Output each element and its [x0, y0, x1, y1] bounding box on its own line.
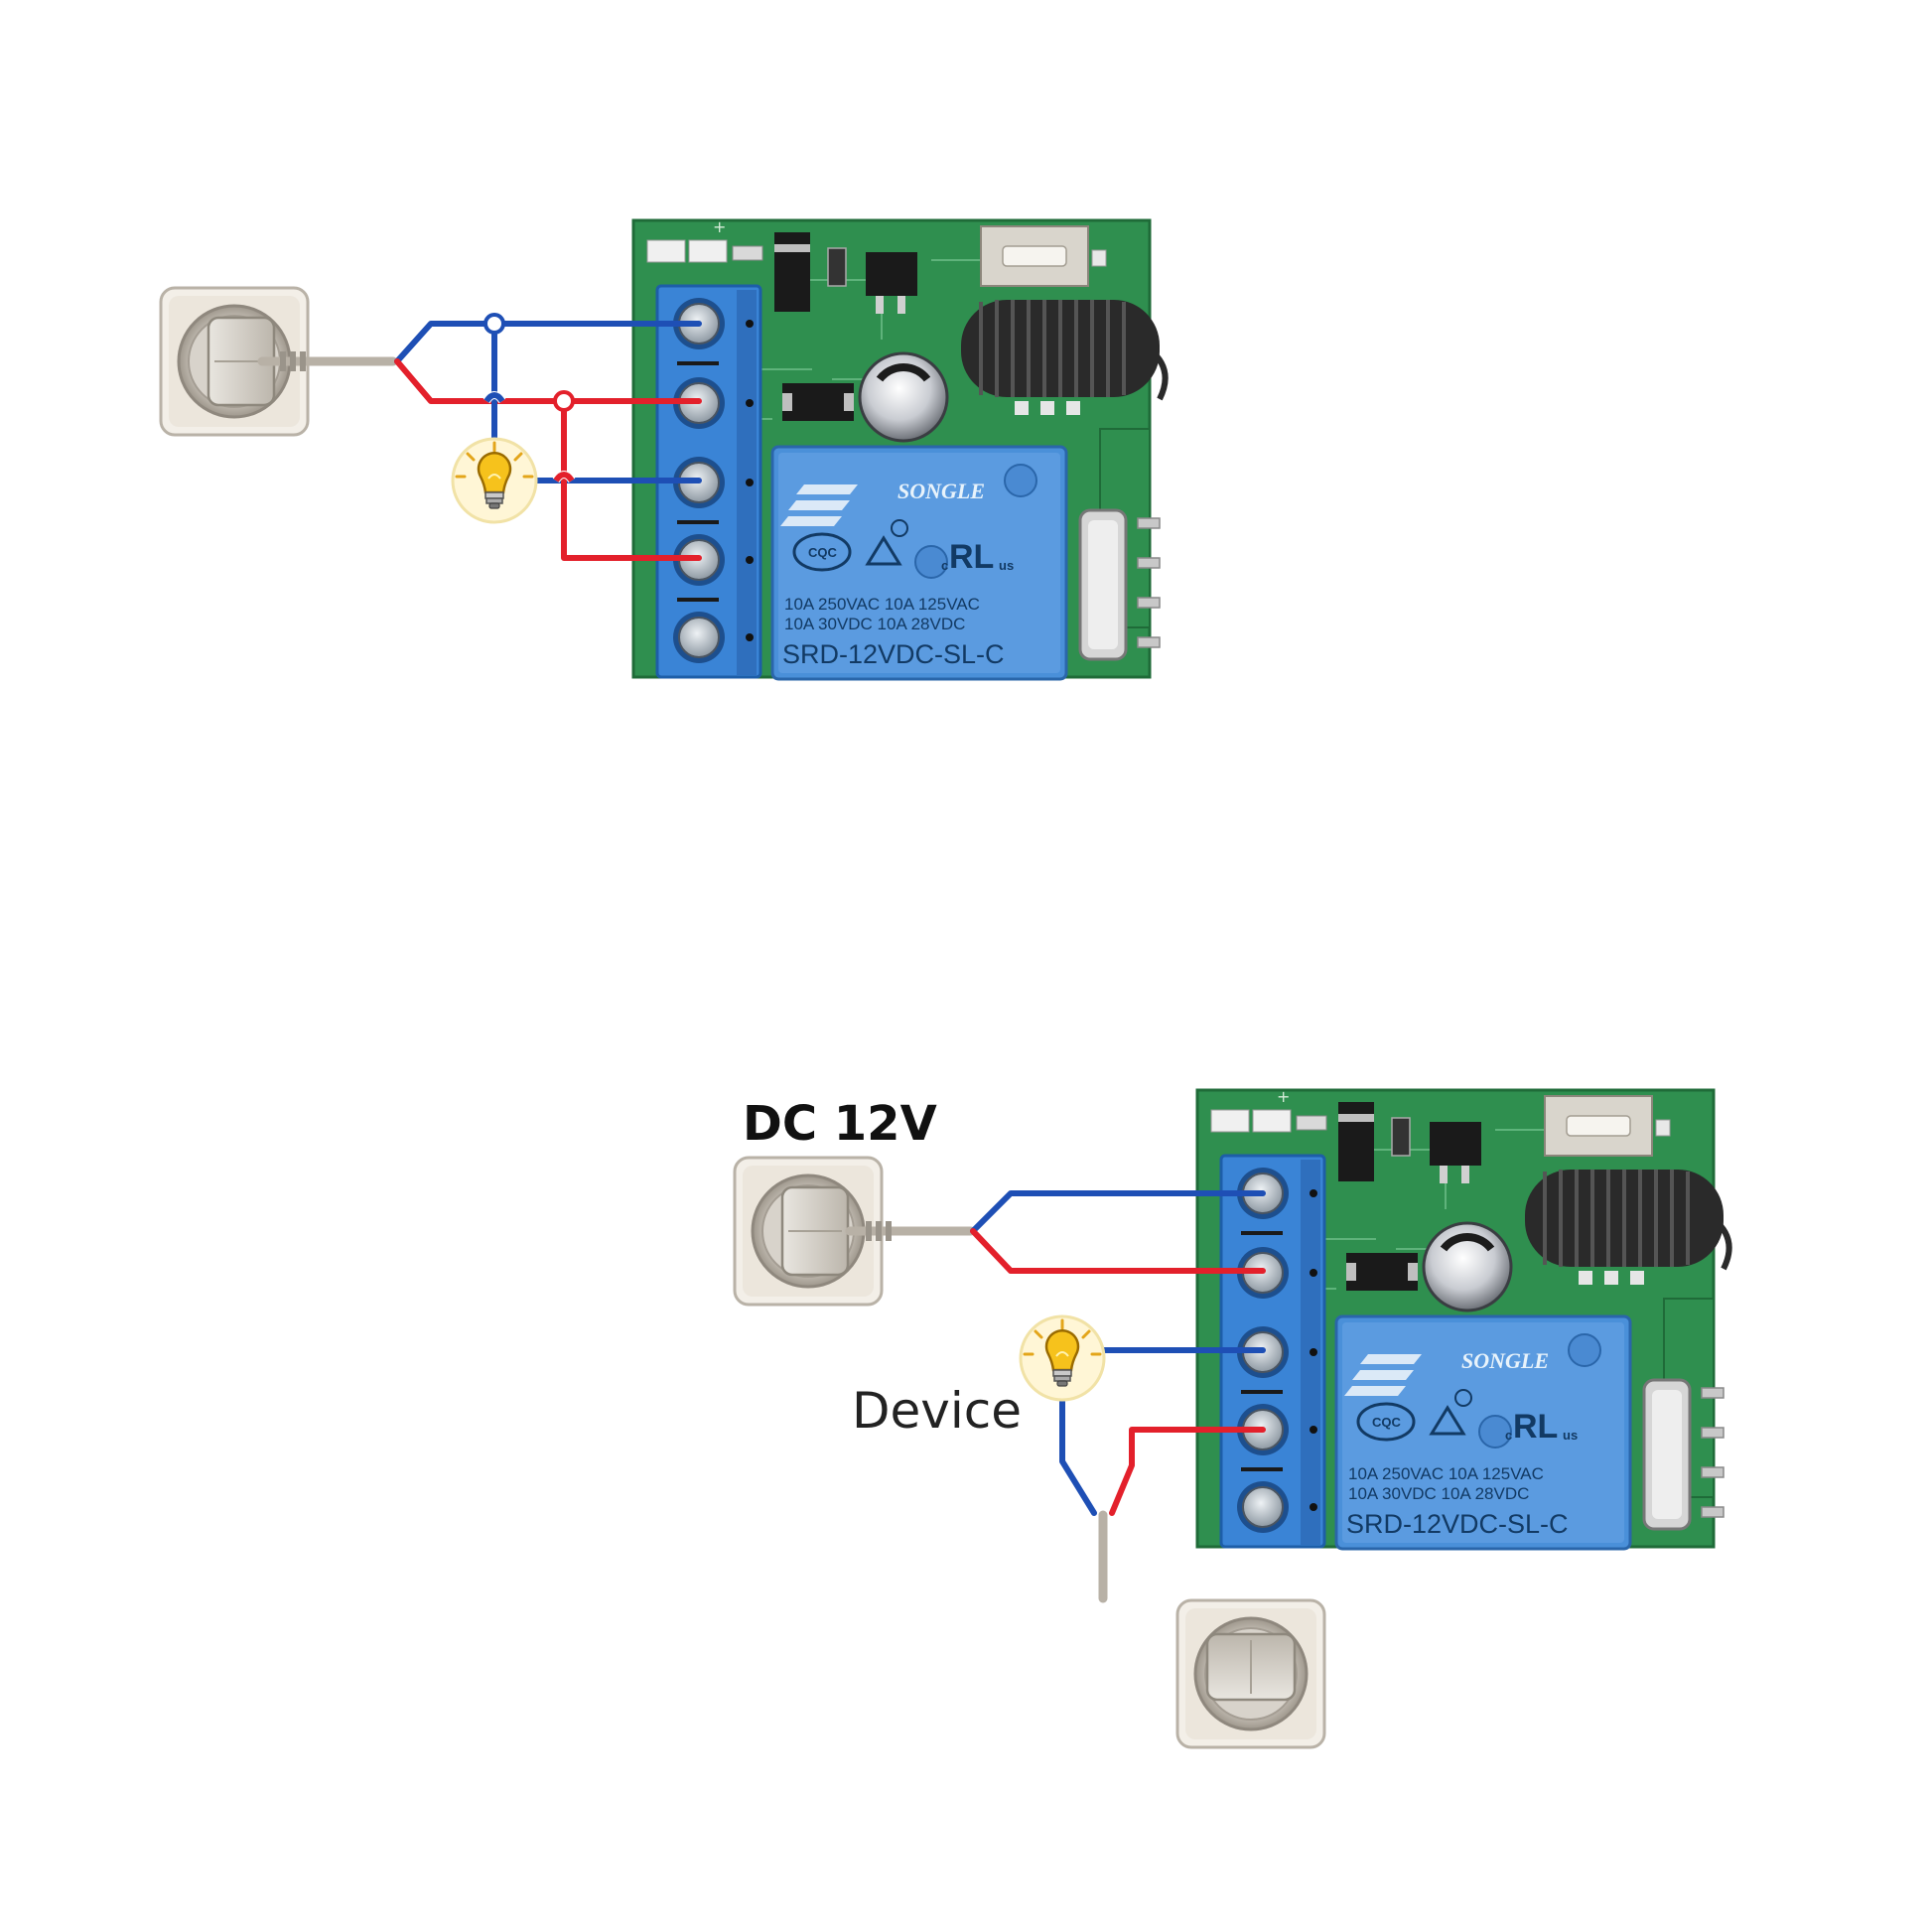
- live-wire-supply: [394, 358, 702, 404]
- relay-spec-line-1: 10A 250VAC 10A 125VAC: [784, 595, 980, 614]
- relay-cert-ul-c: c: [1505, 1428, 1512, 1443]
- wire-junction-live: [553, 390, 575, 412]
- power-label: DC 12V: [743, 1096, 937, 1152]
- relay-brand-text: SONGLE: [897, 479, 985, 503]
- relay-cert-ul-c: c: [941, 558, 948, 573]
- neutral-wire-supply: [394, 321, 702, 364]
- relay-cert-cqc: CQC: [808, 545, 838, 560]
- live-wire-bridge: [561, 398, 702, 561]
- relay-cert-ul-mark: RL: [1513, 1408, 1558, 1446]
- relay-model-text: SRD-12VDC-SL-C: [1346, 1509, 1569, 1539]
- dc-positive-wire: [970, 1228, 1266, 1274]
- light-bulb-icon: [451, 437, 538, 524]
- device-bulb-icon: [1019, 1314, 1106, 1402]
- mains-socket-icon: [1175, 1598, 1326, 1749]
- relay-cert-ul-us: us: [1563, 1428, 1578, 1443]
- relay-spec-line-1: 10A 250VAC 10A 125VAC: [1348, 1464, 1544, 1483]
- relay-cert-ul-mark: RL: [949, 538, 994, 576]
- diagram-1: SONGLE CQC c RL us 10A 250VAC 10A 125VAC…: [159, 217, 1166, 679]
- relay-brand-text: SONGLE: [1461, 1348, 1549, 1373]
- mains-live-wire: [1109, 1427, 1266, 1516]
- dc-negative-wire: [970, 1190, 1266, 1234]
- device-label: Device: [852, 1382, 1022, 1440]
- relay-model-text: SRD-12VDC-SL-C: [782, 639, 1005, 669]
- device-return-wire: [1059, 1399, 1097, 1516]
- relay-cert-ul-us: us: [999, 558, 1014, 573]
- relay-spec-line-2: 10A 30VDC 10A 28VDC: [1348, 1484, 1529, 1503]
- diagram-2: DC 12V SONGLE CQC c RL us 10A 250VAC 10A…: [733, 1087, 1729, 1749]
- wire-junction-neutral: [483, 313, 505, 335]
- relay-spec-line-2: 10A 30VDC 10A 28VDC: [784, 615, 965, 633]
- relay-module-1: SONGLE CQC c RL us 10A 250VAC 10A 125VAC…: [633, 217, 1166, 679]
- relay-module-2: SONGLE CQC c RL us 10A 250VAC 10A 125VAC…: [1197, 1087, 1729, 1549]
- relay-cert-cqc: CQC: [1372, 1415, 1402, 1430]
